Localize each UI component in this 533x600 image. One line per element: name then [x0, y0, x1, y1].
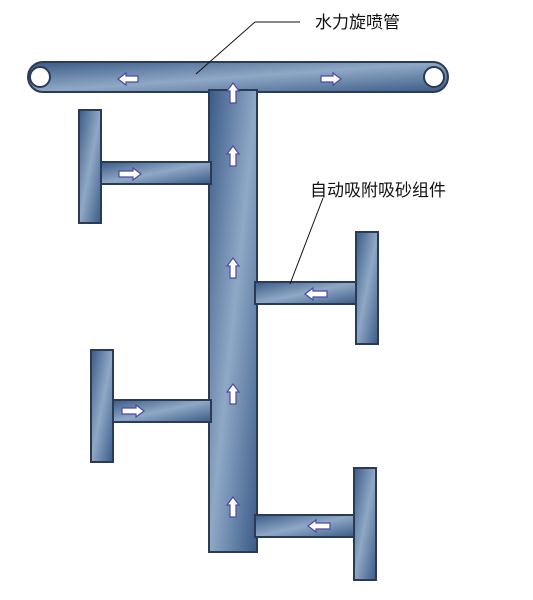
arrow-left-icon [304, 286, 328, 302]
arrow-up-icon [225, 496, 241, 518]
arrow-up-icon [225, 383, 241, 405]
left-branch-2-plate [90, 349, 114, 463]
top-label-leader [195, 21, 256, 75]
left-branch-1-plate [78, 109, 102, 224]
arrow-left-icon [307, 518, 331, 534]
right-branch-2-pipe [254, 514, 356, 538]
right-end-roller [423, 66, 445, 88]
side-label: 自动吸附吸砂组件 [310, 181, 446, 201]
right-branch-2-plate [353, 467, 377, 581]
arrow-up-icon [225, 82, 241, 104]
arrow-left-icon [117, 71, 139, 87]
vertical-trunk [208, 89, 258, 553]
arrow-up-icon [225, 257, 241, 279]
right-branch-1-plate [355, 231, 379, 345]
side-label-leader [289, 197, 324, 285]
left-branch-1-pipe [99, 161, 212, 185]
top-header-pipe [27, 61, 449, 93]
arrow-right-icon [121, 403, 145, 419]
arrow-right-icon [320, 71, 342, 87]
left-end-roller [29, 66, 51, 88]
arrow-up-icon [225, 145, 241, 167]
arrow-right-icon [118, 166, 142, 182]
top-label: 水力旋喷管 [315, 13, 400, 33]
